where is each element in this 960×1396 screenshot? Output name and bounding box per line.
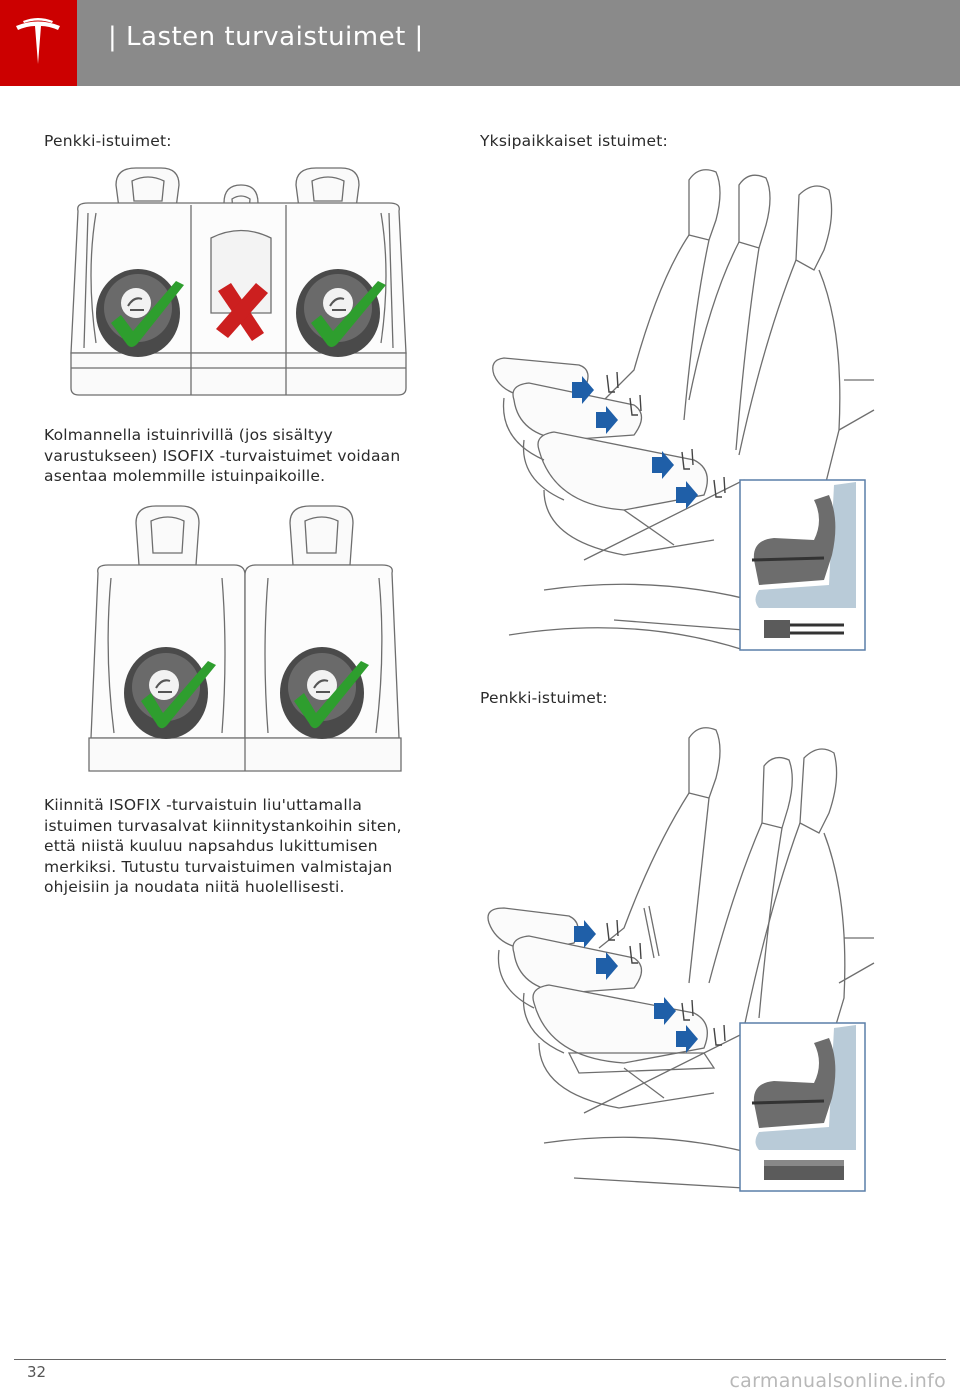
second-row-seat-diagram bbox=[70, 167, 407, 396]
isofix-arrows bbox=[572, 376, 698, 509]
brand-logo-box bbox=[0, 0, 77, 86]
green-check-icon bbox=[311, 281, 386, 347]
green-check-icon bbox=[294, 661, 369, 729]
bench-seats-isofix-diagram bbox=[487, 727, 875, 1192]
footer-divider bbox=[14, 1359, 946, 1360]
third-row-paragraph: Kolmannella istuinrivillä (jos sisältyy … bbox=[44, 426, 401, 485]
watermark: carmanualsonline.info bbox=[729, 1370, 946, 1392]
attach-instructions-paragraph: Kiinnitä ISOFIX -turvaistuin liu'uttamal… bbox=[44, 796, 402, 896]
isofix-inset bbox=[739, 1022, 866, 1192]
isofix-arrows bbox=[574, 920, 698, 1053]
bench-seats-label-right: Penkki-istuimet: bbox=[480, 689, 608, 707]
bench-seats-label: Penkki-istuimet: bbox=[44, 132, 172, 150]
tesla-logo-icon bbox=[16, 18, 60, 64]
red-x-icon bbox=[216, 283, 268, 341]
green-check-icon bbox=[111, 281, 184, 347]
page-header: | Lasten turvaistuimet | bbox=[0, 0, 960, 86]
page-title: | Lasten turvaistuimet | bbox=[108, 22, 424, 52]
isofix-inset bbox=[739, 479, 866, 651]
individual-seats-isofix-diagram bbox=[492, 169, 875, 651]
individual-seats-label: Yksipaikkaiset istuimet: bbox=[480, 132, 668, 150]
page-number: 32 bbox=[27, 1363, 47, 1381]
green-check-icon bbox=[141, 661, 216, 729]
third-row-seat-diagram bbox=[88, 505, 402, 772]
